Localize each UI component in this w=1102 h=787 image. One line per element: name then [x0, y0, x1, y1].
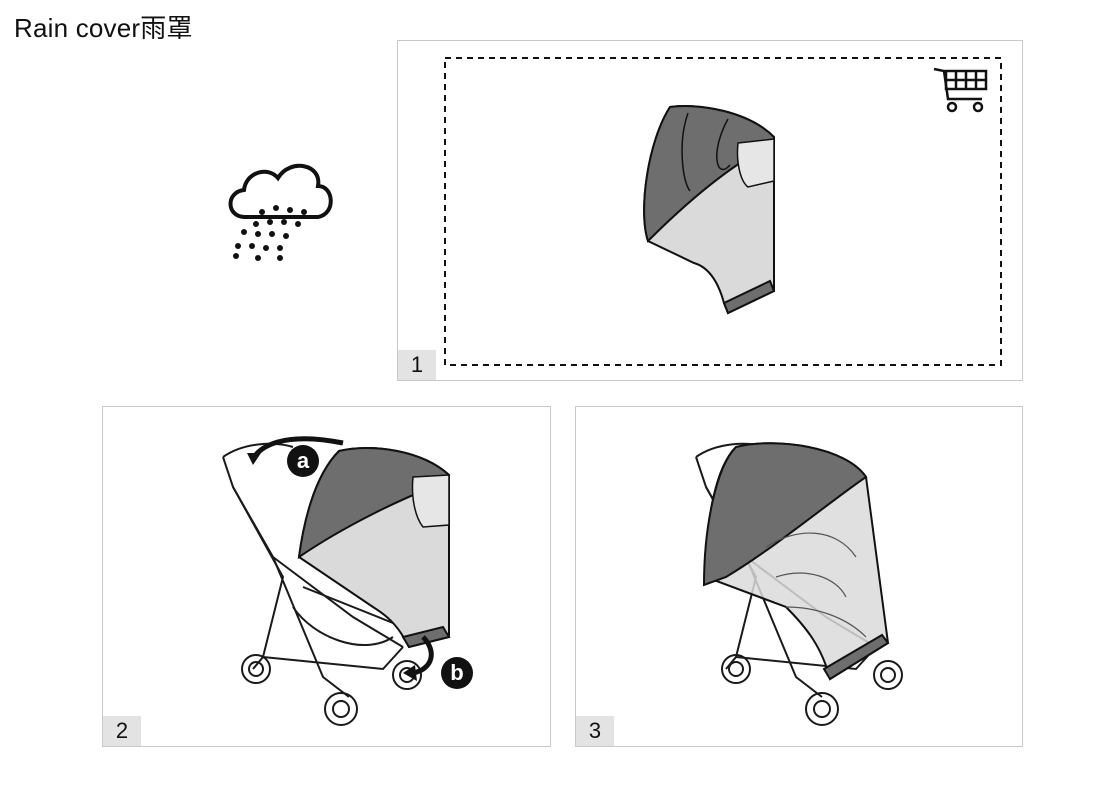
- step-number: 3: [576, 716, 614, 746]
- callout-a: [287, 445, 319, 477]
- page-title: Rain cover雨罩: [14, 13, 193, 43]
- callout-b: [441, 657, 473, 689]
- stroller-attach-illustration: [222, 436, 473, 726]
- shopping-cart-icon: [933, 67, 988, 113]
- rain-cover-illustration: [444, 57, 1002, 366]
- step-panel-3: 3: [575, 406, 1023, 747]
- stroller-covered-illustration: [695, 442, 903, 726]
- callout-b-label: b: [450, 660, 464, 685]
- step-panel-2: a b 2: [102, 406, 551, 747]
- callout-a-label: a: [296, 448, 310, 473]
- step-number: 2: [103, 716, 141, 746]
- step-number: 1: [398, 350, 436, 380]
- step-panel-1: 1: [397, 40, 1023, 381]
